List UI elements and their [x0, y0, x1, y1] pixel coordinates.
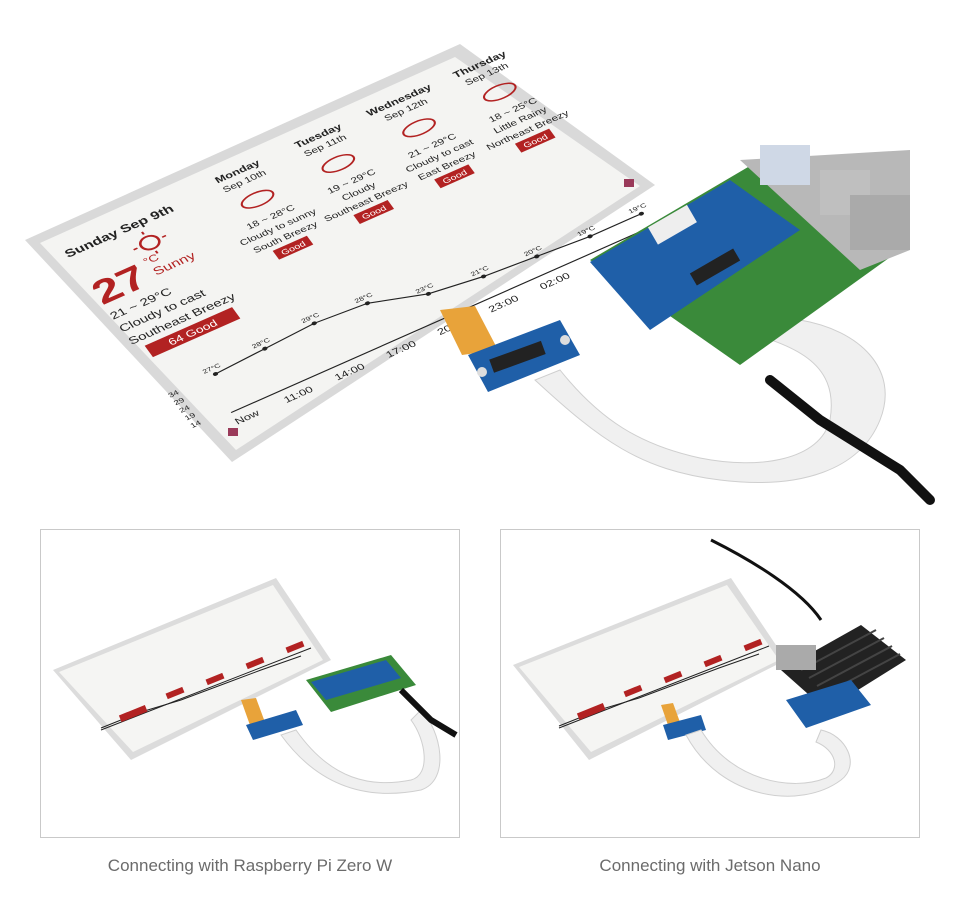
y-tick-label: 14	[189, 419, 203, 430]
display-corner-marker	[624, 179, 634, 187]
partly-cloudy-icon	[240, 189, 275, 209]
hat-connector	[647, 204, 697, 245]
y-tick-label: 19	[183, 411, 197, 422]
y-tick-label: 29	[172, 396, 186, 407]
hero-product-photo: Sunday Sep 9th 27 °C Sunny 21 ~ 29°C Clo…	[25, 44, 935, 505]
display-corner-marker	[228, 428, 238, 436]
temp-point-label: 19°C	[627, 201, 649, 215]
epaper-driver-hat	[590, 180, 800, 330]
pi-zero-photo	[53, 578, 458, 794]
temp-point	[425, 291, 432, 296]
epaper-display: Sunday Sep 9th 27 °C Sunny 21 ~ 29°C Clo…	[25, 44, 675, 462]
temp-point	[534, 254, 540, 259]
temp-point	[638, 211, 644, 216]
temp-point	[364, 301, 371, 306]
temp-point	[311, 321, 317, 326]
jetson-nano-photo	[513, 538, 906, 797]
fpc-adapter-board	[468, 320, 580, 392]
usb-port	[760, 145, 810, 185]
power-cable	[765, 375, 935, 505]
caption-raspberry-pi-zero-w: Connecting with Raspberry Pi Zero W	[107, 856, 393, 875]
display-fpc-cable	[440, 306, 498, 355]
temp-point	[587, 234, 593, 239]
partly-cloudy-icon	[402, 118, 436, 138]
sun-icon	[133, 231, 167, 254]
y-tick-label: 24	[178, 404, 192, 415]
ethernet-port	[850, 195, 910, 250]
partly-cloudy-icon	[321, 153, 356, 174]
temp-point	[262, 346, 268, 351]
rain-cloud-icon	[482, 82, 517, 102]
hat-fpc-socket	[689, 248, 741, 286]
caption-jetson-nano: Connecting with Jetson Nano	[599, 856, 821, 875]
today-unit: °C	[141, 251, 162, 267]
y-tick-label: 34	[167, 389, 181, 400]
panel-raspberry-pi-zero-w	[40, 529, 460, 838]
temp-point	[212, 372, 219, 376]
panel-jetson-nano	[500, 529, 920, 838]
raspberry-pi-with-hat	[590, 145, 910, 365]
temp-point	[480, 274, 487, 279]
